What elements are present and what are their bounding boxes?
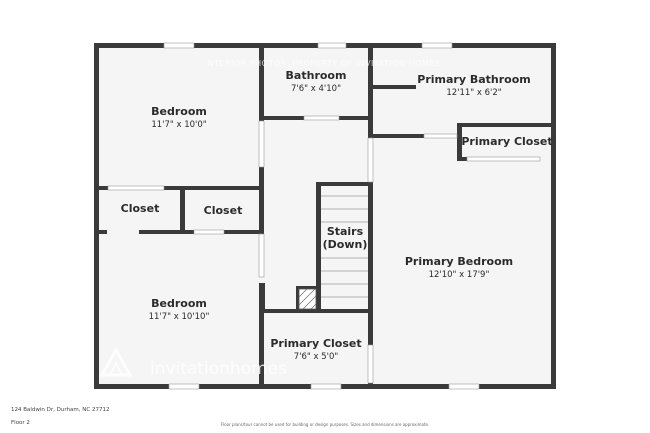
room-name-primary-bathroom: Primary Bathroom bbox=[417, 73, 530, 86]
room-name-primary-closet-bottom: Primary Closet bbox=[270, 337, 361, 350]
room-name-closet-left: Closet bbox=[121, 202, 160, 215]
hatched-box bbox=[298, 288, 317, 310]
windows bbox=[107, 42, 541, 390]
hallway bbox=[264, 120, 368, 182]
footer-floor: Floor 2 bbox=[11, 420, 30, 426]
room-name-bedroom-bottom: Bedroom bbox=[151, 297, 207, 310]
room-dims-bathroom: 7'6" x 4'10" bbox=[291, 84, 341, 94]
room-dims-bedroom-bottom: 11'7" x 10'10" bbox=[149, 312, 210, 322]
room-name-bathroom: Bathroom bbox=[286, 69, 347, 82]
room-dims-primary-bathroom: 12'11" x 6'2" bbox=[446, 88, 501, 98]
room-dims-primary-closet-bottom: 7'6" x 5'0" bbox=[294, 352, 339, 362]
room-name-bedroom-top: Bedroom bbox=[151, 105, 207, 118]
footer-address: 124 Baldwin Dr, Durham, NC 27712 bbox=[11, 407, 110, 413]
room-name-stairs: Stairs bbox=[327, 225, 364, 238]
room-name-primary-bedroom: Primary Bedroom bbox=[405, 255, 513, 268]
floor-area bbox=[97, 46, 553, 387]
footer-disclaimer: Floor plans/tour cannot be used for buil… bbox=[220, 422, 430, 427]
watermark-brand: invitationhomes bbox=[150, 359, 287, 379]
stair-treads bbox=[321, 195, 368, 298]
watermark-logo bbox=[99, 346, 133, 377]
watermark-top-text: NTERIOR PHOTOS: PROPERTY OF INVITATION H… bbox=[208, 59, 441, 68]
room-name-stairs-direction: (Down) bbox=[323, 238, 368, 251]
room-dims-bedroom-top: 11'7" x 10'0" bbox=[151, 120, 206, 130]
room-name-closet-right: Closet bbox=[204, 204, 243, 217]
room-dims-primary-bedroom: 12'10" x 17'9" bbox=[429, 270, 490, 280]
room-name-primary-closet-top: Primary Closet bbox=[461, 135, 552, 148]
